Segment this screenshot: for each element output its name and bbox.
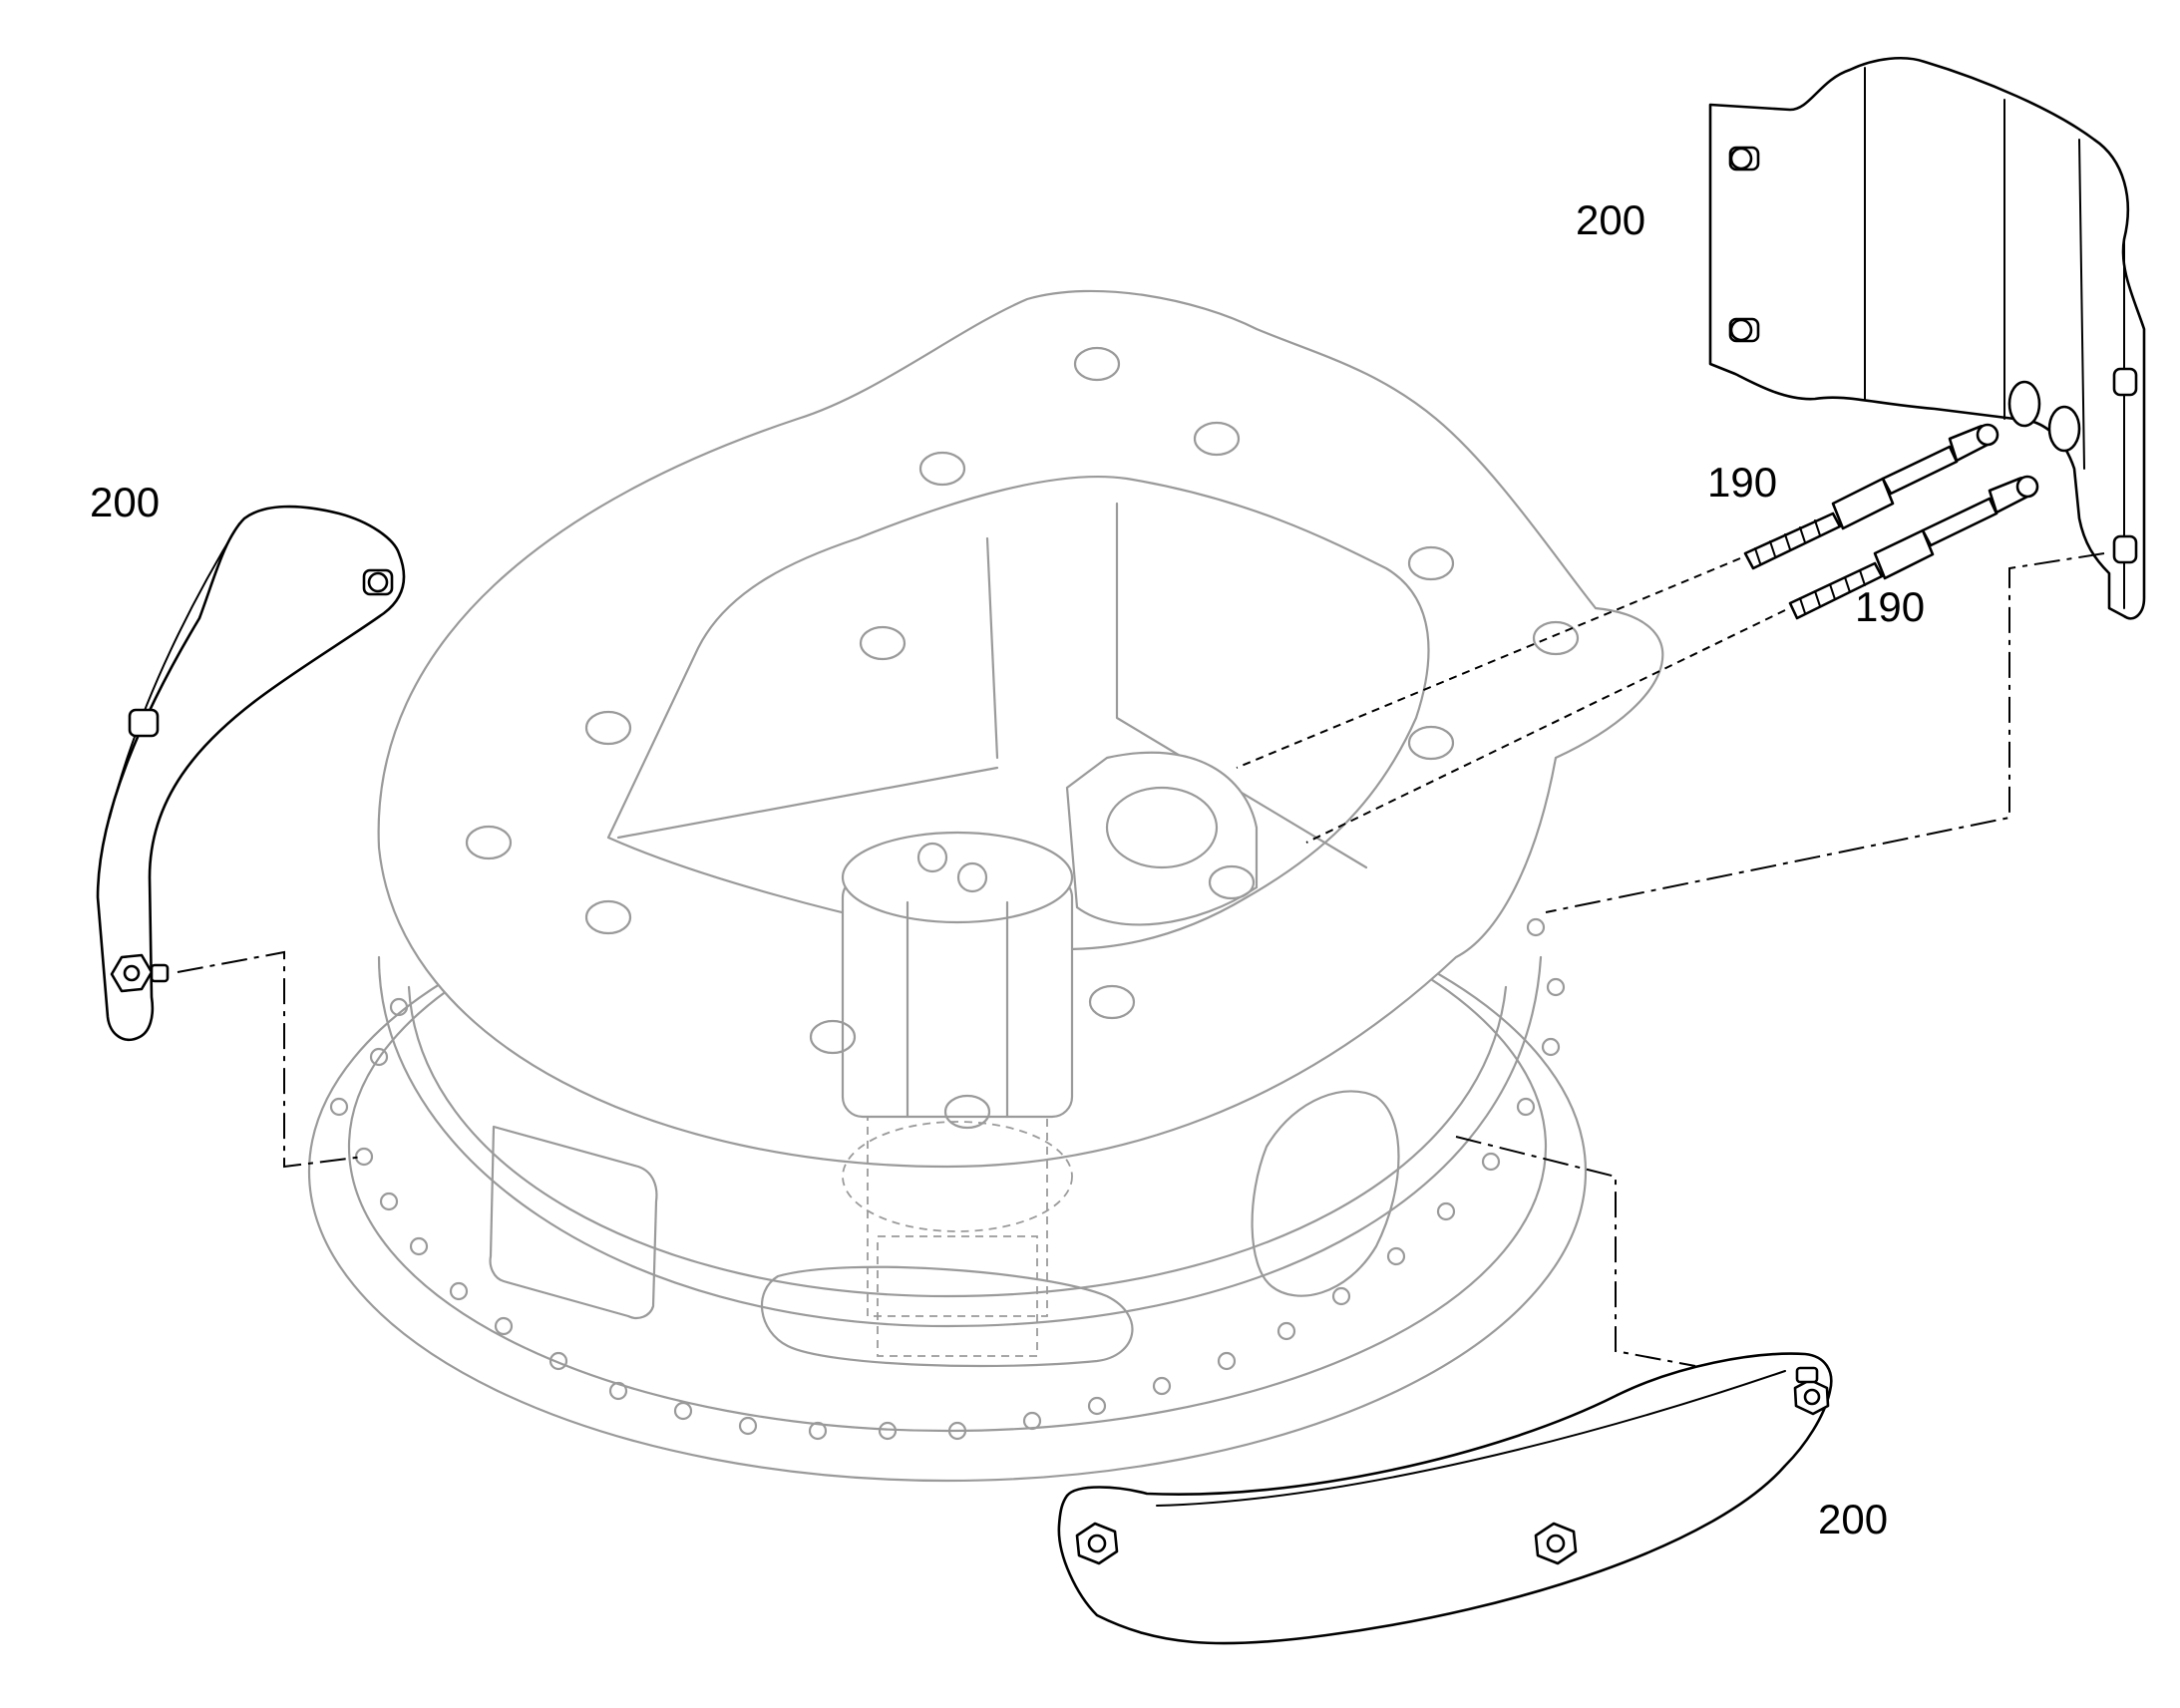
stiffener-c: [616, 766, 999, 840]
housing-body: [377, 955, 1543, 1328]
side-window-right-slot: [1251, 1090, 1400, 1297]
callout-guard-bottom: 200: [1818, 1496, 1888, 1542]
guard-200-top-right: [1708, 56, 2146, 620]
guard-top-right-stud-2: [1728, 317, 1760, 343]
stud-upper-tip: [1976, 423, 1999, 447]
stiffener-a: [985, 536, 999, 760]
callout-stud-lower: 190: [1855, 583, 1925, 630]
union-fitting-2: [956, 861, 988, 893]
guard-left-inner-edge: [109, 522, 240, 819]
callout-guard-left: 200: [90, 479, 160, 525]
guard-bottom-fold: [1156, 1370, 1786, 1507]
guard-bottom-bolt-2: [1534, 1522, 1578, 1565]
leader-left-guard: [177, 950, 365, 1169]
callout-labels: 200 200 190 190 200: [90, 196, 1925, 1542]
callout-guard-top-right: 200: [1576, 196, 1645, 243]
guard-left-bolt: [110, 953, 170, 993]
housing-body-inner: [407, 985, 1508, 1298]
stud-lower-threads: [1799, 569, 1866, 614]
stud-lower-tip: [2015, 475, 2039, 499]
union-fitting-1: [916, 842, 948, 873]
top-plate-bolt-holes: [465, 346, 1580, 1130]
callout-stud-upper: 190: [1707, 459, 1777, 506]
guard-bottom-bolt-3: [1793, 1366, 1830, 1416]
guard-200-bottom: [1057, 1352, 1833, 1645]
stud-upper-threads: [1754, 519, 1821, 564]
stiffener-b: [1115, 502, 1368, 869]
side-window-left-panel: [489, 1125, 658, 1320]
guard-top-right-stud-3: [2112, 367, 2138, 397]
guard-top-right-plate: [1708, 56, 2146, 620]
flange-bolt-holes: [329, 917, 1566, 1441]
side-window-bottom-slot: [760, 1265, 1134, 1368]
guard-top-right-fold-3: [2078, 139, 2085, 470]
top-mount-plate: [377, 289, 1664, 1169]
stud-190-lower: [1788, 475, 2039, 620]
port-boss-bore: [1105, 786, 1219, 869]
guard-bottom-plate: [1057, 1352, 1833, 1645]
leader-bottom-guard: [1455, 1136, 1696, 1367]
guard-top-right-stud-4: [2112, 534, 2138, 564]
guard-top-right-hole-2: [2047, 405, 2081, 453]
guard-bottom-bolt-1: [1075, 1522, 1119, 1565]
guard-top-right-stud-1: [1728, 146, 1760, 171]
leader-top-right-guard: [1545, 552, 2105, 913]
stud-190-upper: [1743, 423, 1999, 570]
assembly-leaders: [177, 552, 2105, 1367]
ghosted-housing: [307, 289, 1664, 1483]
union-hidden-lower: [867, 1116, 1048, 1317]
guard-left-stud-2: [128, 708, 160, 738]
leader-stud-upper: [1236, 557, 1741, 769]
union-hidden-flange: [842, 1121, 1073, 1232]
guard-200-left: [96, 505, 406, 1042]
guard-left-stud-1: [362, 568, 394, 596]
leader-stud-lower: [1305, 609, 1786, 844]
guard-top-right-hole-1: [2007, 380, 2041, 428]
